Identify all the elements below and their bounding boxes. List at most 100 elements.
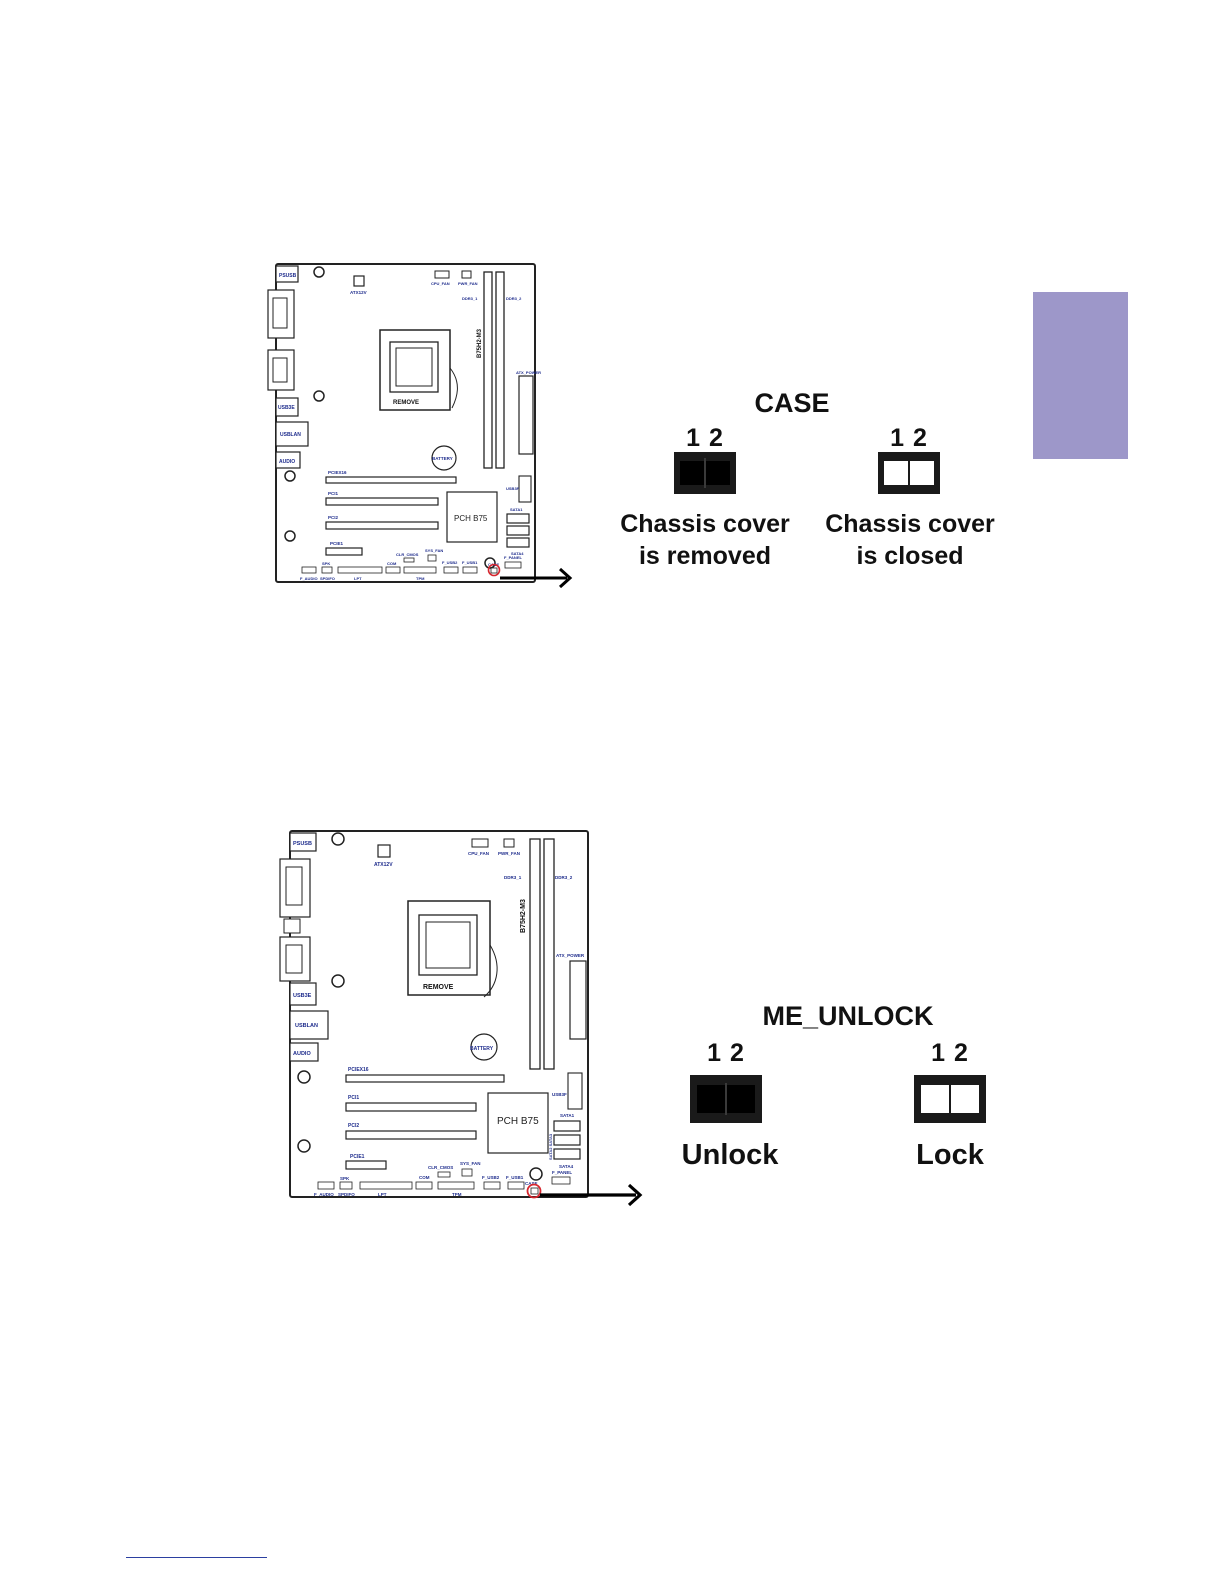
remove-label: REMOVE xyxy=(423,984,454,991)
usb3f-connector xyxy=(518,475,532,503)
usb3f-label: USB3F xyxy=(552,1092,567,1097)
sata1-label: SATA1 xyxy=(510,507,523,512)
pci2-slot xyxy=(325,521,439,530)
vga-port xyxy=(267,349,295,391)
pcie1-slot xyxy=(345,1160,387,1170)
pch-chip xyxy=(487,1092,549,1154)
f-usb2-label: F_USB2 xyxy=(482,1175,500,1180)
sata1-label: SATA1 xyxy=(560,1113,575,1118)
sys-fan-header xyxy=(461,1168,473,1177)
ddr3-2-label: DDR3_2 xyxy=(506,296,522,301)
atx-power-label: ATX_POWER xyxy=(516,370,541,375)
spk-label: SPK xyxy=(322,561,330,566)
battery xyxy=(431,445,457,471)
case-jumper-title: CASE xyxy=(754,388,830,418)
cpu-fan-header xyxy=(434,270,450,279)
spdifo-header xyxy=(321,566,333,574)
f-usb2-header xyxy=(443,566,459,574)
ddr3-slot-1 xyxy=(529,838,541,1070)
hdmi-port xyxy=(283,918,301,934)
spdifo-header xyxy=(339,1181,353,1190)
audio-label: AUDIO xyxy=(279,459,295,465)
case-open-pin-numbers: 1 2 xyxy=(890,424,928,452)
pciex16-slot xyxy=(345,1074,505,1083)
atx12v-label: ATX12V xyxy=(350,290,367,295)
me-unlock-jumper-location xyxy=(530,1187,539,1195)
lpt-label: LPT xyxy=(378,1192,387,1197)
usb3f-connector xyxy=(567,1072,583,1110)
battery-label: BATTERY xyxy=(432,456,453,461)
ps2usb-label: PSUSB xyxy=(279,273,297,279)
case-closed-caption-line1: Chassis cover xyxy=(825,510,995,538)
usb3e-port xyxy=(289,982,317,1006)
case-removed-caption: Chassis cover is removed xyxy=(600,508,810,572)
f-panel-header xyxy=(551,1176,571,1185)
dvi-port xyxy=(267,289,295,339)
usb3e-label: USB3E xyxy=(293,993,312,999)
pch-chip xyxy=(446,491,498,543)
sata-port xyxy=(553,1120,581,1132)
f-usb1-label: F_USB1 xyxy=(506,1175,524,1180)
cpu-fan-label: CPU_FAN xyxy=(468,851,489,856)
case-removed-caption-line2: is removed xyxy=(638,542,771,570)
case-jumper-location xyxy=(490,567,498,574)
sata4-label: SATA4 xyxy=(559,1164,574,1169)
tpm-label: TPM xyxy=(452,1192,462,1197)
me-unlock-open-pin-numbers: 1 2 xyxy=(931,1039,969,1067)
atx12v-connector xyxy=(353,275,365,287)
case-closed-caption-line2: is closed xyxy=(856,542,964,570)
pointer-arrow xyxy=(500,567,573,589)
case-highlight-circle xyxy=(487,563,501,577)
pci1-label: PCI1 xyxy=(348,1095,359,1101)
usblan-label: USBLAN xyxy=(280,432,301,438)
f-usb2-label: F_USB2 xyxy=(442,560,458,565)
sys-fan-label: SYS_FAN xyxy=(460,1161,481,1166)
usblan-port xyxy=(289,1010,329,1040)
tpm-label: TPM xyxy=(416,576,425,581)
f-usb1-header xyxy=(462,566,478,574)
pci2-label: PCI2 xyxy=(348,1123,359,1129)
mount-hole xyxy=(331,832,345,846)
me-unlock-jumper-title: ME_UNLOCK xyxy=(762,1001,934,1031)
clr-cmos-label: CLR_CMOS xyxy=(396,552,419,557)
footer-rule xyxy=(126,1557,267,1558)
me-unlock-open-jumper-icon xyxy=(914,1075,986,1123)
f-audio-header xyxy=(301,566,317,574)
atx-power-label: ATX_POWER xyxy=(556,953,585,958)
usb3e-label: USB3E xyxy=(278,405,295,411)
tpm-header xyxy=(437,1181,475,1190)
mount-hole xyxy=(313,266,325,278)
com-label: COM xyxy=(419,1175,430,1180)
pciex16-slot xyxy=(325,476,457,484)
motherboard-diagram-case: PSUSB USB3E USBLAN AUDIO ATX12V CPU_FAN … xyxy=(267,263,573,589)
case-label: CASE xyxy=(525,1181,538,1186)
ps2usb-label: PSUSB xyxy=(293,841,312,847)
f-audio-label: F_AUDIO xyxy=(314,1192,334,1197)
sata-port xyxy=(506,537,530,548)
atx-power-connector xyxy=(569,960,587,1040)
f-usb1-label: F_USB1 xyxy=(462,560,478,565)
com-label: COM xyxy=(387,561,397,566)
pwr-fan-header xyxy=(461,270,472,279)
ddr3-slot-1 xyxy=(483,271,493,469)
motherboard-diagram-me-unlock: PSUSB USB3E USBLAN AUDIO ATX12V CPU_FAN … xyxy=(279,830,643,1207)
case-closed-caption: Chassis cover is closed xyxy=(806,508,1014,572)
usb3e-port xyxy=(275,397,299,417)
spdifo-label: SPDIFO xyxy=(320,576,335,581)
pwr-fan-label: PWR_FAN xyxy=(498,851,520,856)
lock-caption: Lock xyxy=(916,1139,984,1171)
remove-label: REMOVE xyxy=(393,400,419,406)
f-panel-label: F_PANEL xyxy=(504,555,522,560)
clr-cmos-jumper xyxy=(403,557,415,563)
battery xyxy=(470,1033,498,1061)
audio-port xyxy=(289,1042,319,1062)
pci2-slot xyxy=(345,1130,477,1140)
pch-label: PCH B75 xyxy=(454,514,488,523)
unlock-caption: Unlock xyxy=(681,1139,779,1171)
atx12v-label: ATX12V xyxy=(374,862,393,868)
mount-hole xyxy=(331,974,345,988)
lpt-header xyxy=(337,566,383,574)
atx-power-connector xyxy=(518,375,534,455)
ddr3-2-label: DDR3_2 xyxy=(555,875,573,880)
audio-label: AUDIO xyxy=(293,1051,311,1057)
